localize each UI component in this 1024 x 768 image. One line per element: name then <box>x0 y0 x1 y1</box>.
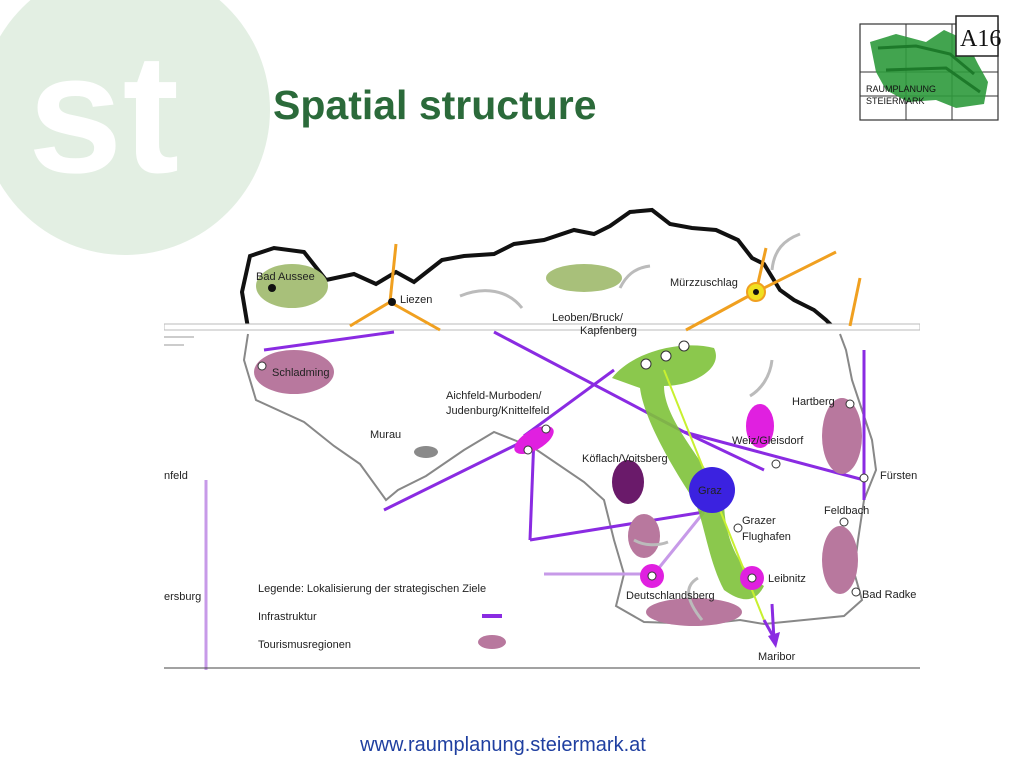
label-muerzzuschlag: Mürzzuschlag <box>670 277 738 289</box>
legend-title: Legende: Lokalisierung der strategischen… <box>258 583 486 595</box>
label-flughafen-1: Grazer <box>742 515 776 527</box>
watermark-text: st <box>28 19 179 209</box>
label-deutschlandsberg: Deutschlandsberg <box>626 590 715 602</box>
label-bad-radke: Bad Radke <box>862 589 916 601</box>
label-aichfeld-2: Judenburg/Knittelfeld <box>446 405 549 417</box>
liezen-dot <box>388 298 396 306</box>
southern-border <box>242 333 878 626</box>
label-leoben-2: Kapfenberg <box>580 325 637 337</box>
infrastructure-lines <box>263 330 866 641</box>
footer-url-text[interactable]: www.raumplanung.steiermark.at <box>360 734 646 756</box>
label-hartberg: Hartberg <box>792 396 835 408</box>
a16-logo: A16 RAUMPLANUNG STEIERMARK <box>859 15 1001 121</box>
legend-tourism: Tourismusregionen <box>258 639 351 651</box>
label-feldbach: Feldbach <box>824 505 869 517</box>
styria-map: Graz Bad Aussee Liezen Mürzzuschl <box>164 207 920 670</box>
label-koeflach: Köflach/Voitsberg <box>582 453 668 465</box>
label-schladming: Schladming <box>272 367 329 379</box>
northern-border <box>239 207 836 330</box>
legend-tourism-swatch <box>478 635 506 649</box>
st-watermark: st <box>0 0 270 255</box>
label-left-cut-2: ersburg <box>164 591 201 603</box>
logo-line1: RAUMPLANUNG <box>866 84 936 94</box>
label-liezen: Liezen <box>400 294 432 306</box>
label-weiz: Weiz/Gleisdorf <box>732 435 804 447</box>
label-aichfeld-1: Aichfeld-Murboden/ <box>446 390 542 402</box>
label-leibnitz: Leibnitz <box>768 573 806 585</box>
footer-url[interactable]: www.raumplanung.steiermark.at <box>0 734 1024 757</box>
secondary-links <box>204 480 706 670</box>
label-bad-aussee: Bad Aussee <box>256 271 315 283</box>
logo-code: A16 <box>960 26 1001 52</box>
label-fuersten: Fürsten <box>880 470 917 482</box>
label-leoben-1: Leoben/Bruck/ <box>552 312 624 324</box>
bad-aussee-dot <box>268 284 276 292</box>
legend: Legende: Lokalisierung der strategischen… <box>258 583 506 651</box>
logo-line2: STEIERMARK <box>866 96 925 106</box>
flow-arrows <box>459 232 801 621</box>
legend-infrastructure: Infrastruktur <box>258 611 317 623</box>
graz-label: Graz <box>698 485 722 497</box>
label-maribor: Maribor <box>758 651 796 663</box>
slide-title: Spatial structure <box>273 82 597 128</box>
label-left-cut-1: nfeld <box>164 470 188 482</box>
graz-dot <box>689 467 735 513</box>
label-flughafen-2: Flughafen <box>742 531 791 543</box>
tourism-regions <box>254 264 862 626</box>
label-murau: Murau <box>370 429 401 441</box>
